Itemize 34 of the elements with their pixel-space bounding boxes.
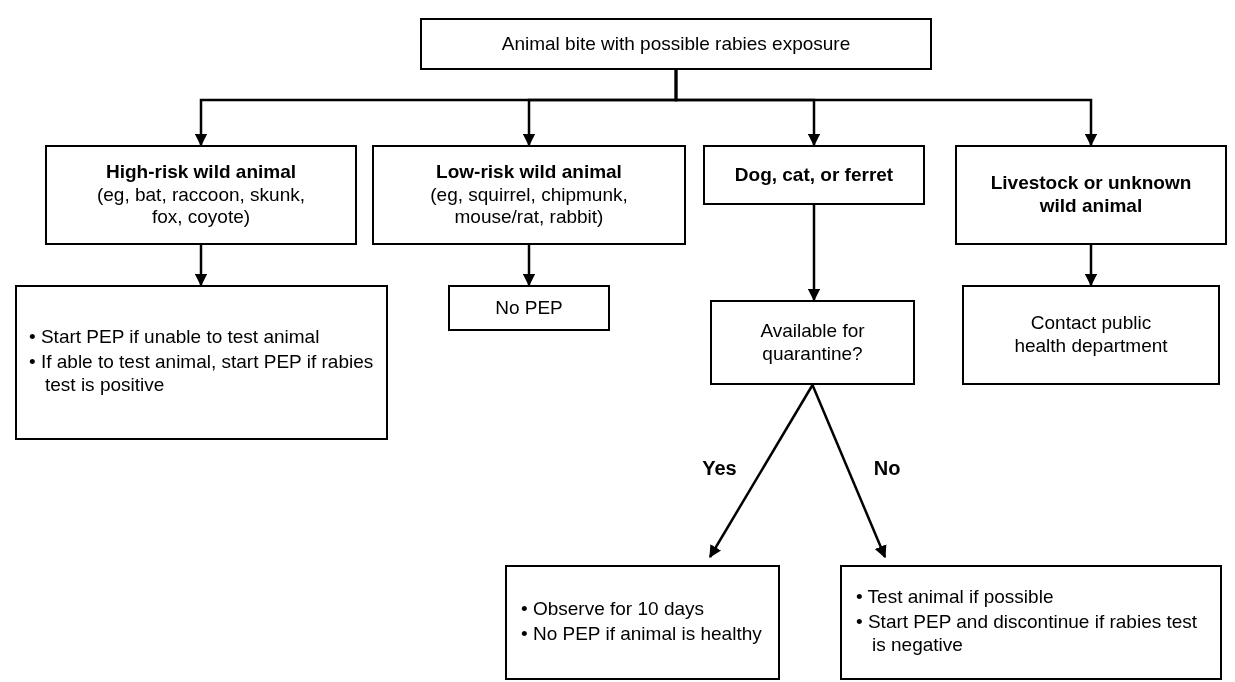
process-box (955, 145, 1227, 245)
arrow (194, 245, 208, 287)
arrow (1084, 245, 1098, 287)
process-box (448, 285, 610, 331)
process-box (840, 565, 1222, 680)
box-text: Available for quarantine? (759, 319, 866, 366)
process-box (420, 18, 932, 70)
bullet-item: • Start PEP if unable to test animal (29, 326, 320, 350)
bullet-item: • Test animal if possible (856, 586, 1054, 610)
process-box (372, 145, 686, 245)
box-text: No PEP (495, 296, 563, 320)
process-box (962, 285, 1220, 385)
box-heading: Low-risk wild animal (436, 160, 622, 184)
box-heading: Dog, cat, or ferret (734, 163, 894, 187)
arrow (807, 205, 821, 302)
box-text: (eg, bat, raccoon, skunk, fox, coyote) (95, 183, 307, 230)
arrow (522, 245, 536, 287)
bullet-item: • Observe for 10 days (521, 597, 704, 621)
process-box (710, 300, 915, 385)
box-text: (eg, squirrel, chipmunk, mouse/rat, rabbit) (429, 183, 629, 230)
box-text: Contact public health department (1013, 312, 1169, 358)
process-box (505, 565, 780, 680)
box-heading: Livestock or unknown wild animal (989, 172, 1193, 218)
arrow (708, 384, 814, 559)
process-box (15, 285, 388, 440)
bullet-item: • No PEP if animal is healthy (521, 622, 762, 646)
arrow (811, 384, 887, 559)
process-box (703, 145, 925, 205)
process-box (45, 145, 357, 245)
box-text: Animal bite with possible rabies exposure (501, 32, 851, 56)
bullet-item: • Start PEP and discontinue if rabies test is negative (856, 611, 1199, 657)
arrow (674, 70, 1098, 147)
bullet-item: • If able to test animal, start PEP if rabies test is positive (29, 351, 374, 397)
box-heading: High-risk wild animal (105, 160, 296, 184)
